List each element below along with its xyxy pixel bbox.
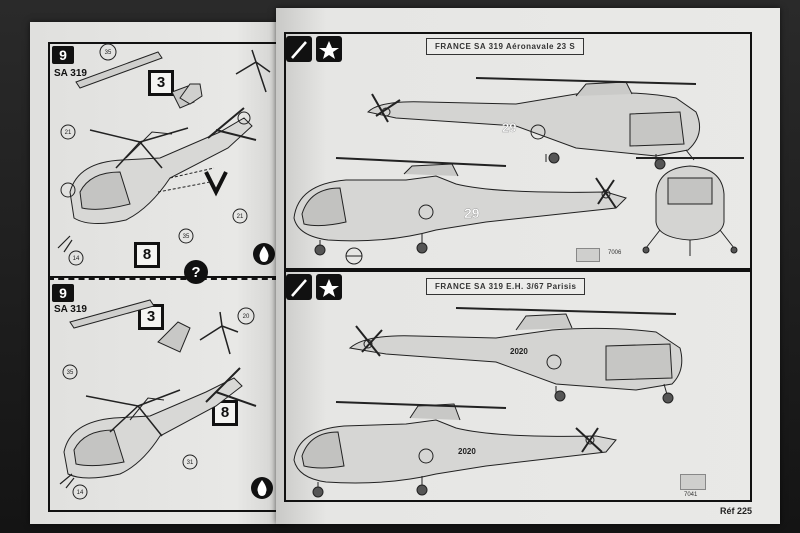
svg-text:21: 21 <box>65 130 72 136</box>
question-mark-icon: ? <box>191 264 200 281</box>
right-painting-sheet: FRANCE SA 319 Aéronavale 23 S FRANCE SA … <box>276 8 780 524</box>
top-livery-frame <box>284 32 752 270</box>
svg-text:35: 35 <box>67 370 74 376</box>
step-number: 9 <box>52 284 74 302</box>
assembly-drawings: ? 35 21 35 21 14 35 20 31 14 <box>57 43 275 500</box>
svg-text:2020: 2020 <box>458 447 476 456</box>
svg-text:35: 35 <box>183 234 190 240</box>
svg-text:20: 20 <box>243 314 250 320</box>
svg-text:35: 35 <box>105 50 112 56</box>
model-label: SA 319 <box>54 68 87 79</box>
step-number: 9 <box>52 46 74 64</box>
paint-drop-icon <box>251 477 273 499</box>
livery-title-banner: FRANCE SA 319 E.H. 3/67 Parisis <box>426 278 586 295</box>
part-number-box: 3 <box>148 70 174 96</box>
reference-number: Réf 225 <box>720 506 753 516</box>
left-instruction-sheet: 9 SA 319 3 8 9 SA 319 3 8 <box>30 22 288 524</box>
color-swatch <box>680 474 706 490</box>
color-code: 7006 <box>608 250 622 256</box>
svg-text:31: 31 <box>187 460 194 466</box>
svg-text:29: 29 <box>502 120 516 135</box>
color-swatch <box>576 248 600 262</box>
livery-drawings: 29 29 2020 2020 <box>291 41 744 498</box>
svg-text:21: 21 <box>237 214 244 220</box>
svg-text:14: 14 <box>73 256 80 262</box>
livery-title-banner: FRANCE SA 319 Aéronavale 23 S <box>426 38 585 55</box>
color-code: 7041 <box>684 492 698 498</box>
svg-text:2020: 2020 <box>510 347 528 356</box>
svg-text:14: 14 <box>77 490 84 496</box>
paint-drop-icon <box>253 243 275 265</box>
part-number-box: 8 <box>134 242 160 268</box>
bottom-livery-frame <box>284 270 752 502</box>
svg-text:29: 29 <box>464 205 480 221</box>
model-label: SA 319 <box>54 304 87 315</box>
